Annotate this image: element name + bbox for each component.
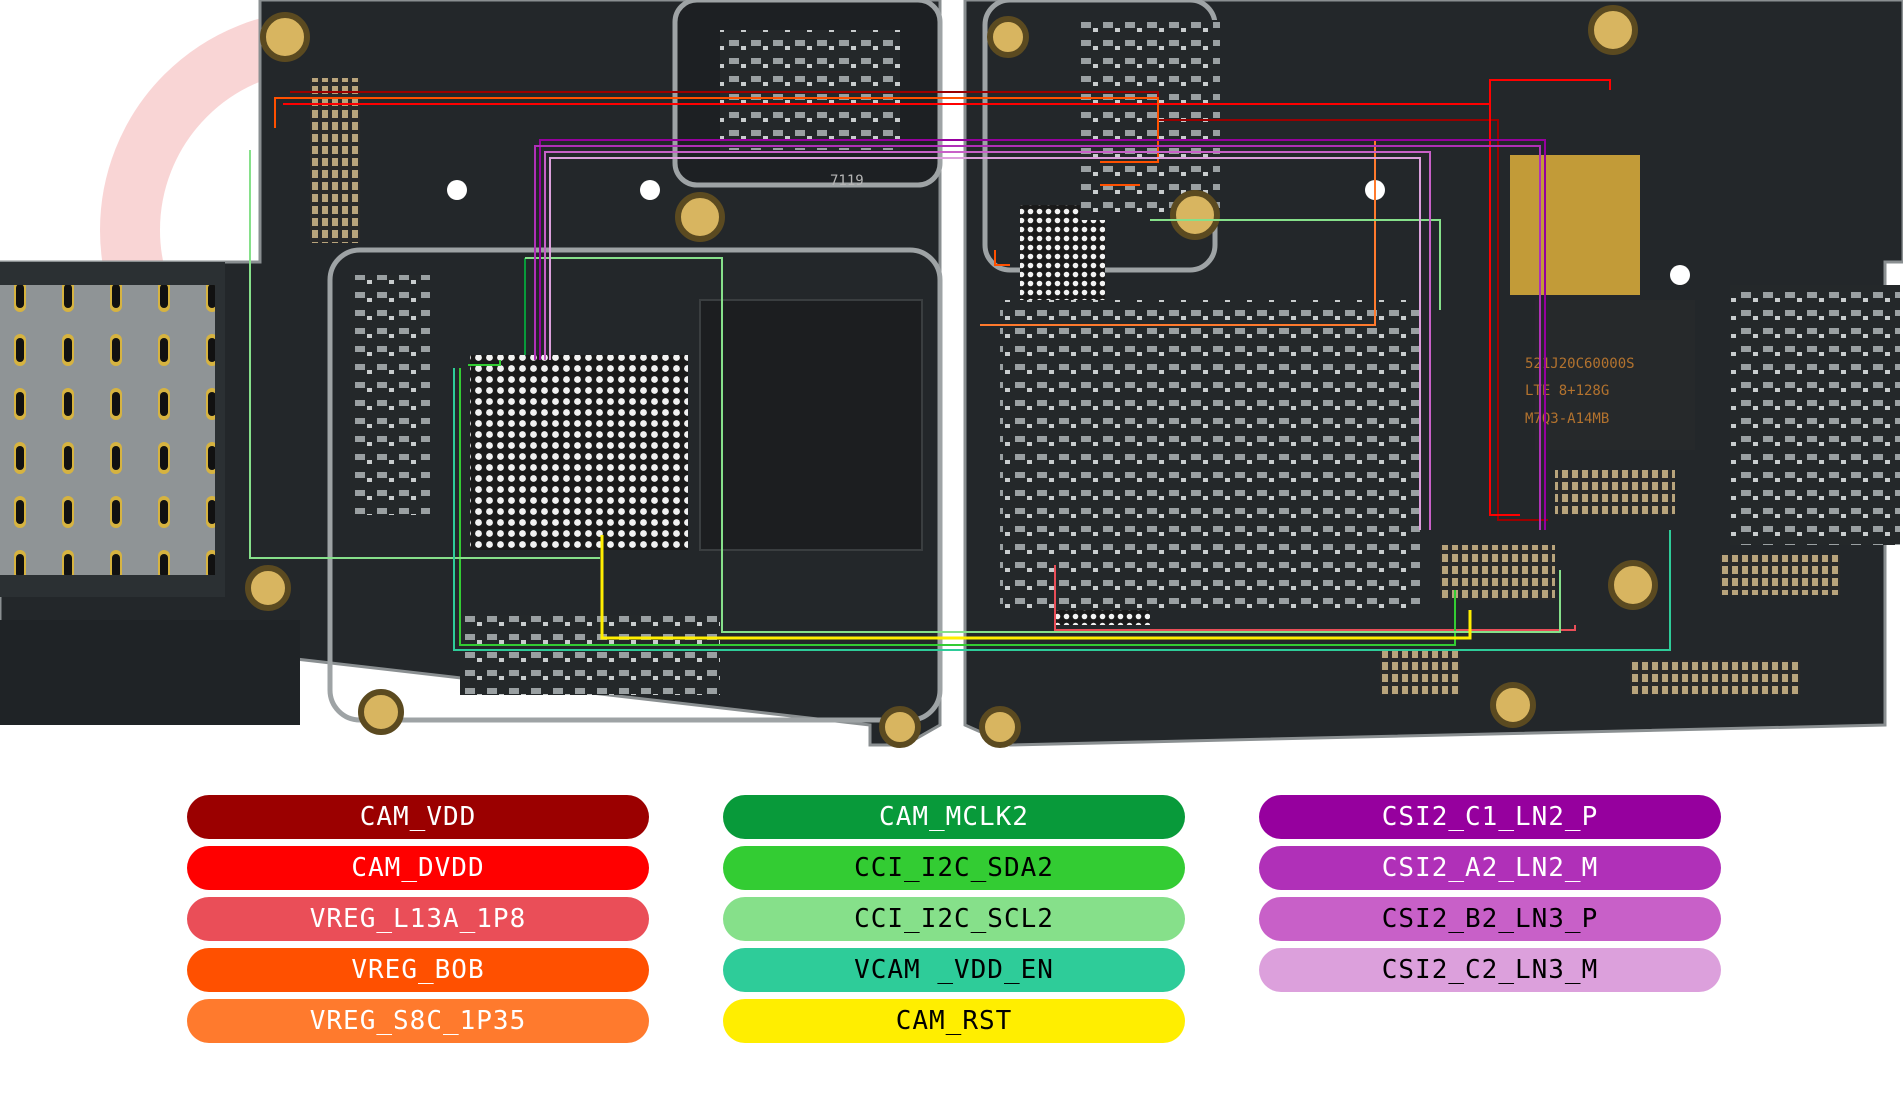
trace-csi2-b2-ln3-p	[544, 151, 1431, 530]
legend-item-csi2-c2-ln3-m: CSI2_C2_LN3_M	[1259, 948, 1721, 992]
pcb-board-svg: 7119 521J20C60000S LTE 8+128G M7Q3-A14MB	[0, 0, 1903, 748]
camera-connector-left	[310, 78, 360, 243]
legend-item-cam-dvdd: CAM_DVDD	[187, 846, 649, 890]
trace-vcam-vdd-en	[453, 368, 1671, 651]
trace-cam-dvdd	[283, 79, 1611, 105]
trace-csi2-c2-ln3-m	[549, 157, 1421, 530]
left-board: 7119	[0, 0, 943, 748]
trace-csi2-a2-ln2-m	[534, 145, 1541, 530]
legend-item-vreg-s8c-1p35: VREG_S8C_1P35	[187, 999, 649, 1043]
right-board: 521J20C60000S LTE 8+128G M7Q3-A14MB	[963, 0, 1903, 748]
signal-traces	[249, 79, 1671, 651]
legend-item-cam-vdd: CAM_VDD	[187, 795, 649, 839]
legend-column-power: CAM_VDD CAM_DVDD VREG_L13A_1P8 VREG_BOB …	[187, 795, 649, 1050]
legend-item-cam-rst: CAM_RST	[723, 999, 1185, 1043]
trace-csi2-c1-ln2-p	[539, 139, 1546, 530]
trace-vreg-bob	[274, 97, 1159, 163]
sticker-area	[1535, 300, 1695, 450]
trace-cci-sda2	[459, 368, 1456, 646]
legend-column-control: CAM_MCLK2 CCI_I2C_SDA2 CCI_I2C_SCL2 VCAM…	[723, 795, 1185, 1050]
sticker-line-2: LTE 8+128G	[1525, 383, 1609, 399]
pmic-bga-chip	[1020, 205, 1105, 300]
trace-vreg-l13a	[1054, 565, 1576, 631]
sticker-line-3: M7Q3-A14MB	[1525, 411, 1609, 427]
sticker-line-1: 521J20C60000S	[1525, 356, 1635, 372]
legend-item-cci-i2c-scl2: CCI_I2C_SCL2	[723, 897, 1185, 941]
legend-item-vreg-bob: VREG_BOB	[187, 948, 649, 992]
memory-chip	[699, 299, 923, 551]
legend-column-csi: CSI2_C1_LN2_P CSI2_A2_LN2_M CSI2_B2_LN3_…	[1259, 795, 1721, 999]
legend-item-vreg-l13a-1p8: VREG_L13A_1P8	[187, 897, 649, 941]
gold-shield-pad	[1510, 155, 1640, 295]
camera-connector-right	[1440, 545, 1555, 600]
legend-item-cci-i2c-sda2: CCI_I2C_SDA2	[723, 846, 1185, 890]
pcb-board-photo: 7119 521J20C60000S LTE 8+128G M7Q3-A14MB	[0, 0, 1903, 748]
trace-cam-vdd	[290, 91, 1548, 521]
sim-tray	[0, 285, 215, 575]
legend-item-cam-mclk2: CAM_MCLK2	[723, 795, 1185, 839]
legend-item-vcam-vdd-en: VCAM _VDD_EN	[723, 948, 1185, 992]
trace-cam-rst	[600, 535, 1472, 640]
board-number-label: 7119	[830, 173, 864, 189]
legend-item-csi2-a2-ln2-m: CSI2_A2_LN2_M	[1259, 846, 1721, 890]
soc-bga-chip	[470, 355, 688, 550]
legend-item-csi2-b2-ln3-p: CSI2_B2_LN3_P	[1259, 897, 1721, 941]
legend-item-csi2-c1-ln2-p: CSI2_C1_LN2_P	[1259, 795, 1721, 839]
trace-cci-scl2	[525, 257, 1561, 633]
